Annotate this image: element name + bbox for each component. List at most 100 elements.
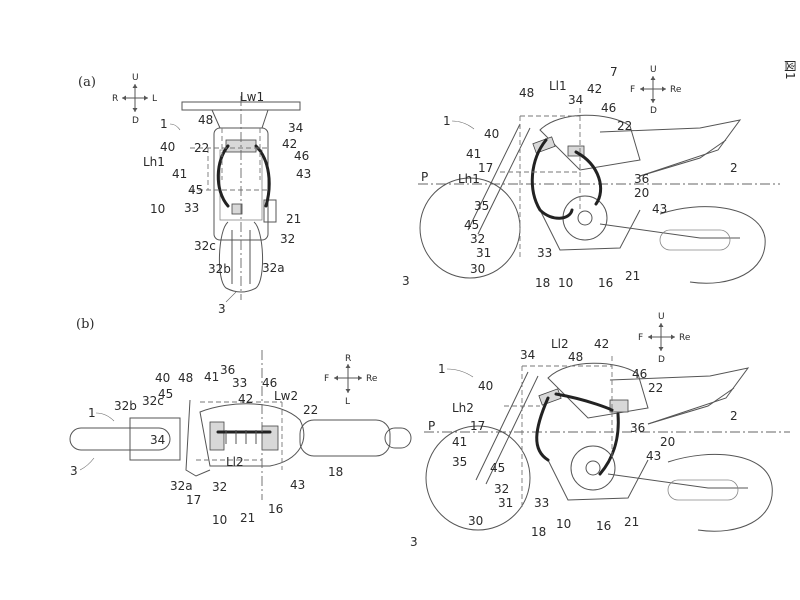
svg-text:17: 17 [478, 161, 493, 175]
svg-text:32: 32 [470, 232, 485, 246]
svg-text:F: F [324, 374, 329, 384]
svg-text:18: 18 [535, 276, 550, 290]
svg-text:21: 21 [625, 269, 640, 283]
svg-text:R: R [345, 354, 351, 364]
svg-text:32: 32 [212, 480, 227, 494]
side-view-labels-b: Ll2 34 48 42 1 40 46 22 Lh2 2 17 P 36 41… [410, 337, 738, 549]
svg-text:43: 43 [652, 202, 667, 216]
svg-text:31: 31 [476, 246, 491, 260]
svg-text:46: 46 [262, 376, 277, 390]
svg-text:F: F [630, 85, 635, 95]
svg-text:48: 48 [568, 350, 583, 364]
svg-text:40: 40 [478, 379, 493, 393]
svg-text:35: 35 [474, 199, 489, 213]
svg-text:33: 33 [534, 496, 549, 510]
svg-text:16: 16 [596, 519, 611, 533]
svg-text:36: 36 [634, 172, 649, 186]
svg-text:22: 22 [194, 141, 209, 155]
svg-text:17: 17 [186, 493, 201, 507]
top-view-labels: 36 40 48 41 33 46 45 32b 32c 42 Lw2 22 1… [70, 363, 343, 527]
svg-text:10: 10 [558, 276, 573, 290]
svg-text:40: 40 [484, 127, 499, 141]
side-view-motorcycle-b [424, 356, 790, 532]
direction-indicator-b-top: R L F Re [324, 354, 378, 407]
svg-text:10: 10 [150, 202, 165, 216]
svg-text:18: 18 [531, 525, 546, 539]
svg-text:21: 21 [624, 515, 639, 529]
svg-text:Lh2: Lh2 [452, 401, 474, 415]
svg-text:D: D [650, 106, 657, 116]
svg-text:3: 3 [218, 302, 226, 316]
svg-text:3: 3 [410, 535, 418, 549]
figure-number-mark: 図1 [783, 60, 797, 80]
svg-text:1: 1 [88, 406, 96, 420]
svg-text:32: 32 [280, 232, 295, 246]
svg-text:42: 42 [587, 82, 602, 96]
svg-text:30: 30 [468, 514, 483, 528]
svg-text:1: 1 [443, 114, 451, 128]
svg-text:32b: 32b [114, 399, 137, 413]
panel-label-a: (a) [78, 75, 96, 90]
svg-text:P: P [421, 170, 428, 184]
svg-text:U: U [132, 73, 139, 83]
svg-text:Lh1: Lh1 [458, 172, 480, 186]
front-view-labels: Lw1 1 48 34 40 22 42 46 Lh1 41 43 45 10 … [143, 90, 311, 316]
svg-text:32c: 32c [194, 239, 216, 253]
svg-text:Ll2: Ll2 [551, 337, 569, 351]
svg-text:Re: Re [679, 333, 691, 343]
svg-text:33: 33 [232, 376, 247, 390]
svg-text:32: 32 [494, 482, 509, 496]
svg-text:35: 35 [452, 455, 467, 469]
svg-text:L: L [345, 397, 350, 407]
svg-text:36: 36 [220, 363, 235, 377]
svg-text:10: 10 [212, 513, 227, 527]
svg-text:21: 21 [240, 511, 255, 525]
svg-text:41: 41 [172, 167, 187, 181]
svg-text:R: R [112, 94, 118, 104]
svg-text:48: 48 [198, 113, 213, 127]
svg-text:Lh1: Lh1 [143, 155, 165, 169]
svg-text:22: 22 [648, 381, 663, 395]
direction-indicator-a-front: U D R L [112, 73, 157, 126]
svg-text:22: 22 [617, 119, 632, 133]
svg-text:L: L [152, 94, 157, 104]
direction-indicator-a-side: U D F Re [630, 65, 682, 116]
svg-text:2: 2 [730, 161, 738, 175]
svg-text:22: 22 [303, 403, 318, 417]
svg-text:34: 34 [150, 433, 165, 447]
svg-text:16: 16 [598, 276, 613, 290]
svg-text:32a: 32a [170, 479, 193, 493]
svg-text:2: 2 [730, 409, 738, 423]
side-view-motorcycle-a [418, 108, 780, 284]
svg-text:41: 41 [466, 147, 481, 161]
svg-text:U: U [650, 65, 657, 75]
svg-text:32a: 32a [262, 261, 285, 275]
side-view-labels-a: Ll1 42 7 48 34 46 1 40 22 41 17 P Lh1 36… [402, 65, 738, 290]
svg-text:46: 46 [294, 149, 309, 163]
svg-text:32c: 32c [142, 394, 164, 408]
svg-text:45: 45 [188, 183, 203, 197]
svg-text:33: 33 [184, 201, 199, 215]
svg-text:33: 33 [537, 246, 552, 260]
svg-text:1: 1 [438, 362, 446, 376]
svg-text:41: 41 [452, 435, 467, 449]
svg-text:43: 43 [646, 449, 661, 463]
svg-text:46: 46 [601, 101, 616, 115]
svg-text:45: 45 [158, 387, 173, 401]
svg-text:3: 3 [70, 464, 78, 478]
svg-text:Re: Re [366, 374, 378, 384]
svg-text:P: P [428, 419, 435, 433]
svg-text:43: 43 [290, 478, 305, 492]
svg-text:42: 42 [282, 137, 297, 151]
svg-text:Lw2: Lw2 [274, 389, 298, 403]
svg-text:45: 45 [464, 218, 479, 232]
svg-text:45: 45 [490, 461, 505, 475]
svg-text:U: U [658, 312, 665, 322]
svg-text:10: 10 [556, 517, 571, 531]
svg-text:40: 40 [160, 140, 175, 154]
svg-text:3: 3 [402, 274, 410, 288]
svg-text:Ll2: Ll2 [226, 455, 244, 469]
svg-text:48: 48 [178, 371, 193, 385]
front-view-motorcycle [181, 96, 301, 300]
